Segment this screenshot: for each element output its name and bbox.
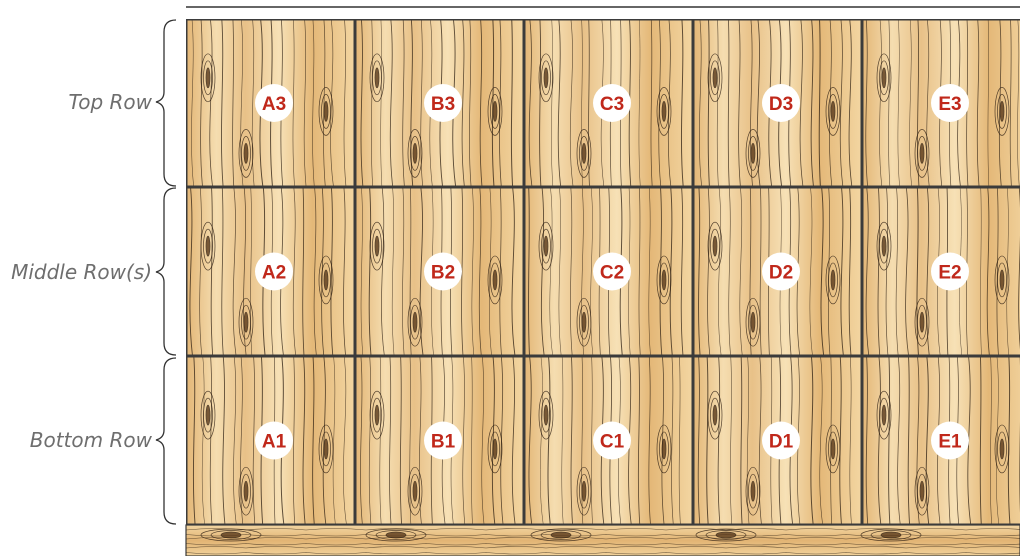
wood-knot xyxy=(324,270,328,290)
panel-label: D3 xyxy=(769,94,793,115)
panel-b1: B1 xyxy=(355,356,524,525)
wood-knot xyxy=(206,68,210,88)
panel-d3: D3 xyxy=(693,19,862,187)
wood-knot xyxy=(375,405,379,425)
wood-knot xyxy=(413,312,417,332)
wood-knot xyxy=(713,236,717,256)
wood-knot xyxy=(713,405,717,425)
panel-d1: D1 xyxy=(693,356,862,525)
panel-label: A1 xyxy=(262,432,287,453)
panel-b3: B3 xyxy=(355,19,524,187)
board-knot xyxy=(716,532,736,538)
wood-knot xyxy=(375,68,379,88)
wood-knot xyxy=(582,481,586,501)
wood-knot xyxy=(882,68,886,88)
panel-label: E2 xyxy=(938,263,961,284)
wood-knot xyxy=(244,312,248,332)
wood-knot xyxy=(582,312,586,332)
wood-knot xyxy=(920,481,924,501)
panel-label: C3 xyxy=(600,94,624,115)
wood-knot xyxy=(244,143,248,163)
top-row-label: Top Row xyxy=(68,90,152,114)
bottom-row-brace xyxy=(156,358,176,524)
board-knot xyxy=(386,532,406,538)
wood-knot xyxy=(662,101,666,121)
panel-c1: C1 xyxy=(524,356,693,525)
wood-knot xyxy=(544,68,548,88)
wood-knot xyxy=(831,439,835,459)
board-knot xyxy=(551,532,571,538)
panel-label: B3 xyxy=(431,94,455,115)
panel-a3: A3 xyxy=(186,19,355,187)
panel-a2: A2 xyxy=(186,187,355,356)
panel-c2: C2 xyxy=(524,187,693,356)
bottom-row-label: Bottom Row xyxy=(30,428,153,452)
panel-label: D1 xyxy=(769,432,794,453)
wood-knot xyxy=(206,405,210,425)
wood-knot xyxy=(324,101,328,121)
wood-knot xyxy=(751,143,755,163)
panel-label: A3 xyxy=(262,94,286,115)
wood-knot xyxy=(831,270,835,290)
panel-e2: E2 xyxy=(862,187,1020,356)
panels-grid: A3 B3 C3 D3 E3A2 B2 C2 D2 E2A1 B1 C1 D1 E1 xyxy=(186,19,1020,525)
panel-label: E1 xyxy=(938,432,962,453)
wood-knot xyxy=(882,236,886,256)
wood-knot xyxy=(751,312,755,332)
wood-knot xyxy=(662,439,666,459)
wood-knot xyxy=(413,481,417,501)
panel-d2: D2 xyxy=(693,187,862,356)
panel-label: C2 xyxy=(600,263,624,284)
wood-knot xyxy=(662,270,666,290)
middle-row-label: Middle Row(s) xyxy=(11,260,152,284)
panel-label: B2 xyxy=(431,263,455,284)
wood-knot xyxy=(206,236,210,256)
wood-knot xyxy=(413,143,417,163)
wood-knot xyxy=(751,481,755,501)
panel-label: A2 xyxy=(262,263,286,284)
board-knot xyxy=(221,532,241,538)
wood-knot xyxy=(244,481,248,501)
wood-knot xyxy=(920,312,924,332)
wood-knot xyxy=(493,270,497,290)
wood-knot xyxy=(493,101,497,121)
bottom-starter-board xyxy=(186,525,1020,556)
wood-knot xyxy=(324,439,328,459)
panel-label: D2 xyxy=(769,263,793,284)
panel-label: C1 xyxy=(600,432,625,453)
top-row-brace xyxy=(156,20,176,186)
middle-row-brace xyxy=(156,188,176,355)
wood-knot xyxy=(1000,439,1004,459)
panel-b2: B2 xyxy=(355,187,524,356)
wood-knot xyxy=(1000,101,1004,121)
panel-a1: A1 xyxy=(186,356,355,525)
wood-knot xyxy=(882,405,886,425)
wood-knot xyxy=(544,405,548,425)
panel-c3: C3 xyxy=(524,19,693,187)
panel-label: E3 xyxy=(938,94,961,115)
wood-knot xyxy=(920,143,924,163)
wood-knot xyxy=(831,101,835,121)
panel-e3: E3 xyxy=(862,19,1020,187)
panel-label: B1 xyxy=(431,432,456,453)
wood-knot xyxy=(375,236,379,256)
wood-knot xyxy=(713,68,717,88)
wood-knot xyxy=(1000,270,1004,290)
wood-knot xyxy=(544,236,548,256)
wood-knot xyxy=(493,439,497,459)
panel-e1: E1 xyxy=(862,356,1020,525)
wood-knot xyxy=(582,143,586,163)
board-knot xyxy=(881,532,901,538)
